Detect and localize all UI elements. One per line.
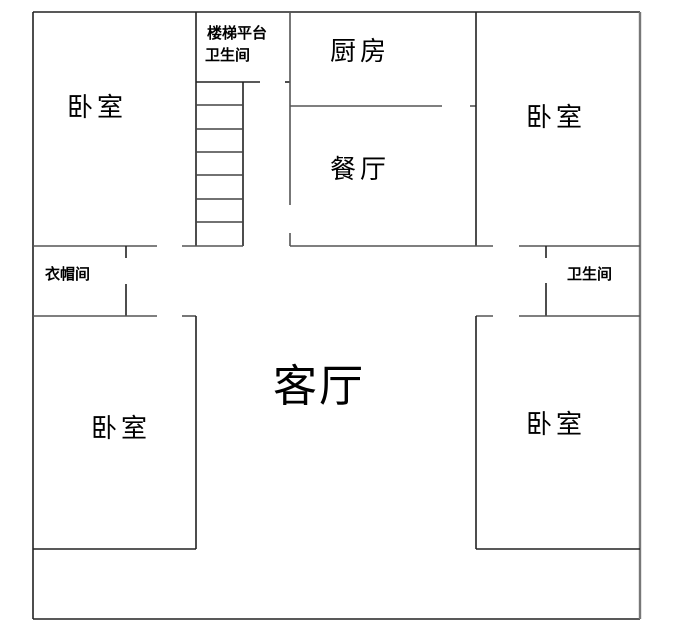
room-label-bedroom-top-right: 卧室: [526, 103, 587, 133]
room-label-stair-landing-line2: 卫生间: [205, 46, 251, 64]
stairs: [196, 104, 243, 223]
room-label-bathroom-right: 卫生间: [567, 265, 613, 283]
room-label-stair-landing-line1: 楼梯平台: [207, 24, 268, 42]
room-label-kitchen: 厨房: [330, 37, 391, 67]
walls: [32, 11, 642, 620]
room-label-living-room: 客厅: [273, 361, 365, 412]
room-label-bedroom-top-left: 卧室: [67, 93, 128, 123]
room-label-bedroom-bottom-left: 卧室: [91, 414, 152, 444]
room-label-bedroom-bottom-right: 卧室: [526, 410, 587, 440]
room-label-cloakroom: 衣帽间: [45, 265, 91, 283]
room-label-dining-room: 餐厅: [330, 155, 391, 185]
room-label-stair-landing: 楼梯平台 卫生间: [205, 22, 268, 66]
